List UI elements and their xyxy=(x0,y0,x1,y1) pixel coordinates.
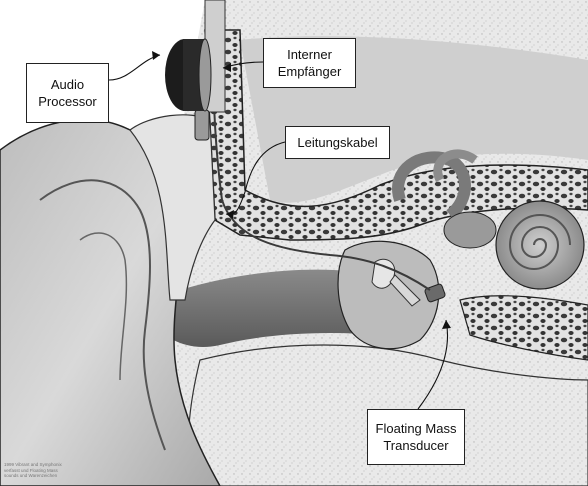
label-internal-receiver: Interner Empfänger xyxy=(263,38,356,88)
arrowhead-audio xyxy=(152,51,160,60)
copyright-credit: 1999 Vibrant and Symphonix verfasst und … xyxy=(4,462,64,479)
internal-receiver-magnet xyxy=(195,110,209,140)
label-floating-mass-transducer: Floating Mass Transducer xyxy=(367,409,465,465)
audio-processor-face xyxy=(199,39,211,111)
label-audio-processor: Audio Processor xyxy=(26,63,109,123)
audio-processor-pointer xyxy=(109,55,160,80)
vestibule xyxy=(444,212,496,248)
label-lead-cable: Leitungskabel xyxy=(285,126,390,159)
